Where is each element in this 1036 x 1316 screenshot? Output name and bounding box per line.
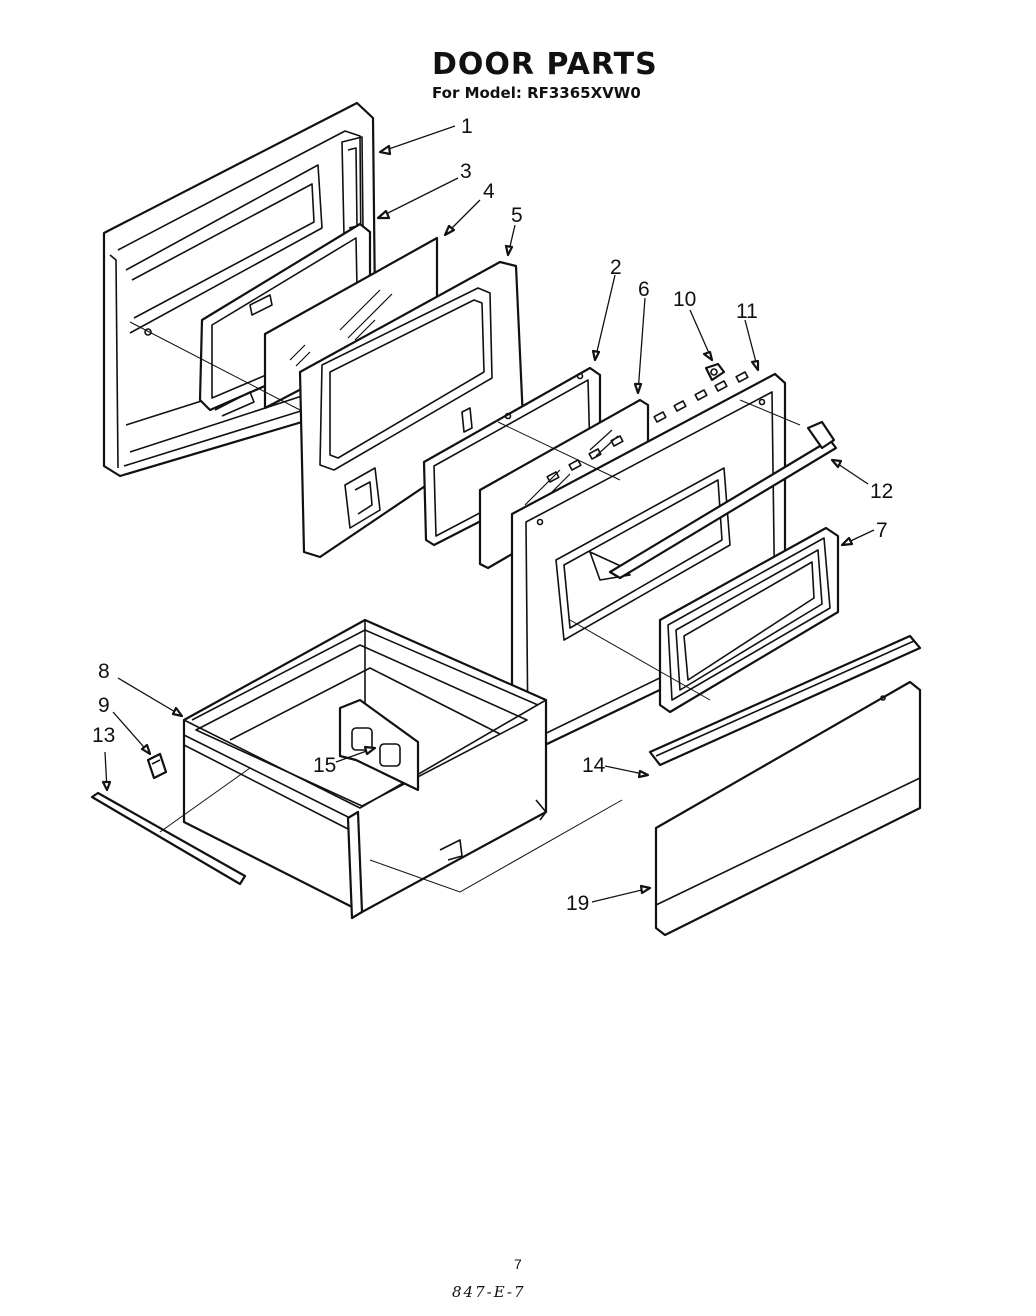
callout-7: 7 — [876, 519, 888, 542]
page-title: DOOR PARTS — [432, 47, 658, 82]
callout-13: 13 — [92, 724, 115, 747]
model-subtitle: For Model: RF3365XVW0 — [432, 84, 641, 102]
callout-1: 1 — [461, 115, 473, 138]
callout-11: 11 — [736, 300, 758, 323]
leader-lines — [101, 125, 875, 903]
callout-15: 15 — [313, 754, 336, 777]
callout-5: 5 — [511, 204, 523, 227]
callout-6: 6 — [638, 278, 650, 301]
callout-labels: 1 2 3 4 5 6 7 8 9 10 11 12 13 14 15 19 — [92, 115, 893, 915]
part-rail — [90, 791, 247, 886]
callout-19: 19 — [566, 892, 589, 915]
page-number: 7 — [514, 1256, 522, 1272]
callout-10: 10 — [673, 288, 696, 311]
part-drawer-front-panel — [654, 680, 922, 937]
alignment-lines — [129, 321, 801, 893]
callout-9: 9 — [98, 694, 110, 717]
callout-4: 4 — [483, 180, 495, 203]
part-trim-strip — [648, 634, 922, 767]
callout-14: 14 — [582, 754, 606, 777]
part-bracket — [338, 698, 420, 792]
part-fastener — [704, 362, 726, 382]
callout-2: 2 — [610, 256, 622, 279]
part-window-gasket — [658, 526, 840, 714]
callout-3: 3 — [460, 160, 472, 183]
part-clip — [146, 752, 168, 780]
part-handle-bar — [608, 420, 838, 580]
part-drawer — [182, 618, 548, 920]
callout-8: 8 — [98, 660, 110, 683]
document-code: 847-E-7 — [452, 1283, 526, 1301]
callout-12: 12 — [870, 480, 893, 503]
